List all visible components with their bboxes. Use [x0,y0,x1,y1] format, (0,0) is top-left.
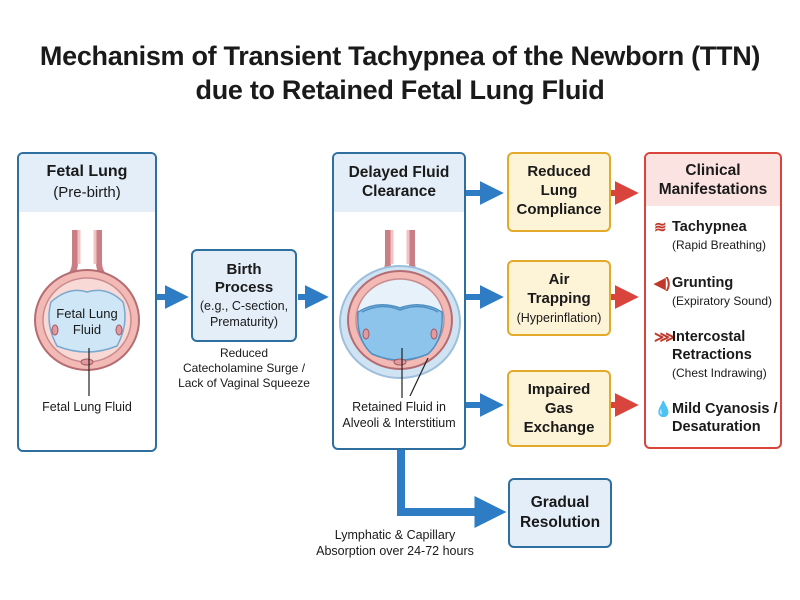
delayed-clearance-caption-2: Alveoli & Interstitium [342,416,456,430]
delayed-clearance-title-1: Delayed Fluid [348,164,450,181]
reduced-compliance-line-1: Reduced [527,163,591,180]
grunting-label: Grunting [672,275,734,291]
tachypnea-sub: (Rapid Breathing) [672,238,767,252]
resolution-note-1: Lymphatic & Capillary [334,528,456,542]
arrow-clearance-to-resolution [397,450,507,528]
birth-process-note-3: Lack of Vaginal Squeeze [178,376,310,390]
retractions-label-1: Intercostal [672,329,746,345]
impaired-exchange-line-3: Exchange [523,419,595,436]
birth-process-box: Birth Process (e.g., C-section, Prematur… [191,249,297,342]
fetal-lung-caption: Fetal Lung Fluid [42,400,132,414]
clinical-header: Clinical Manifestations [646,154,780,206]
retractions-label-2: Retractions [672,347,752,363]
birth-process-title-1: Birth [226,261,262,278]
air-trapping-line-3: (Hyperinflation) [516,311,602,325]
retractions-sub: (Chest Indrawing) [672,366,767,380]
resolution-title-2: Resolution [519,514,601,531]
impaired-exchange-line-2: Gas [544,400,574,417]
birth-process-detail-2: Prematurity) [209,315,279,329]
tachypnea-label: Tachypnea [672,219,747,235]
clinical-title-2: Manifestations [658,181,768,198]
fetal-lung-header: Fetal Lung (Pre-birth) [19,154,155,212]
clinical-title-1: Clinical [685,162,741,179]
impaired-exchange-box: Impaired Gas Exchange [507,370,611,447]
resolution-note-2: Absorption over 24-72 hours [316,544,474,558]
retained-fluid-illustration [339,230,461,398]
delayed-clearance-caption-1: Retained Fluid in [352,400,446,414]
cyanosis-label-2: Desaturation [672,419,761,435]
reduced-compliance-line-2: Lung [540,182,578,199]
breath-icon: ≋ [654,219,667,236]
fetal-lung-box: Fetal Lung (Pre-birth) Fetal Lung Fluid … [17,152,157,452]
gradual-resolution-box: Gradual Resolution [508,478,612,548]
fetal-lung-title: Fetal Lung [46,163,128,180]
air-trapping-line-1: Air [548,271,570,288]
cyanosis-label-1: Mild Cyanosis / [672,401,778,417]
ribs-icon: ⋙ [654,329,676,346]
birth-process-note-1: Reduced [219,346,269,360]
fetal-lung-subtitle: (Pre-birth) [53,184,121,201]
reduced-compliance-box: Reduced Lung Compliance [507,152,611,232]
air-trapping-line-2: Trapping [527,290,591,307]
birth-process-detail-1: (e.g., C-section, [199,299,289,313]
droplet-icon: 💧 [654,401,673,418]
fetal-lung-inner-label-2: Fluid [72,322,102,337]
grunting-sub: (Expiratory Sound) [672,294,773,308]
diagram-title-line-2: due to Retained Fetal Lung Fluid [195,75,605,105]
delayed-clearance-box: Delayed Fluid Clearance Retained Fluid i… [332,152,466,450]
reduced-compliance-line-3: Compliance [516,201,602,218]
birth-process-title-2: Process [214,279,274,296]
clinical-manifestations-box: Clinical Manifestations ≋ Tachypnea (Rap… [644,152,782,449]
fetal-alveolus-illustration [34,230,140,396]
impaired-exchange-line-1: Impaired [527,381,591,398]
delayed-clearance-header: Delayed Fluid Clearance [334,154,464,212]
birth-process-note-2: Catecholamine Surge / [182,361,306,375]
diagram-title-line-1: Mechanism of Transient Tachypnea of the … [39,41,761,71]
air-trapping-box: Air Trapping (Hyperinflation) [507,260,611,336]
speaker-icon: ◀) [654,275,671,292]
delayed-clearance-title-2: Clearance [361,183,437,200]
resolution-title-1: Gradual [530,494,590,511]
fetal-lung-inner-label-1: Fetal Lung [56,306,118,321]
